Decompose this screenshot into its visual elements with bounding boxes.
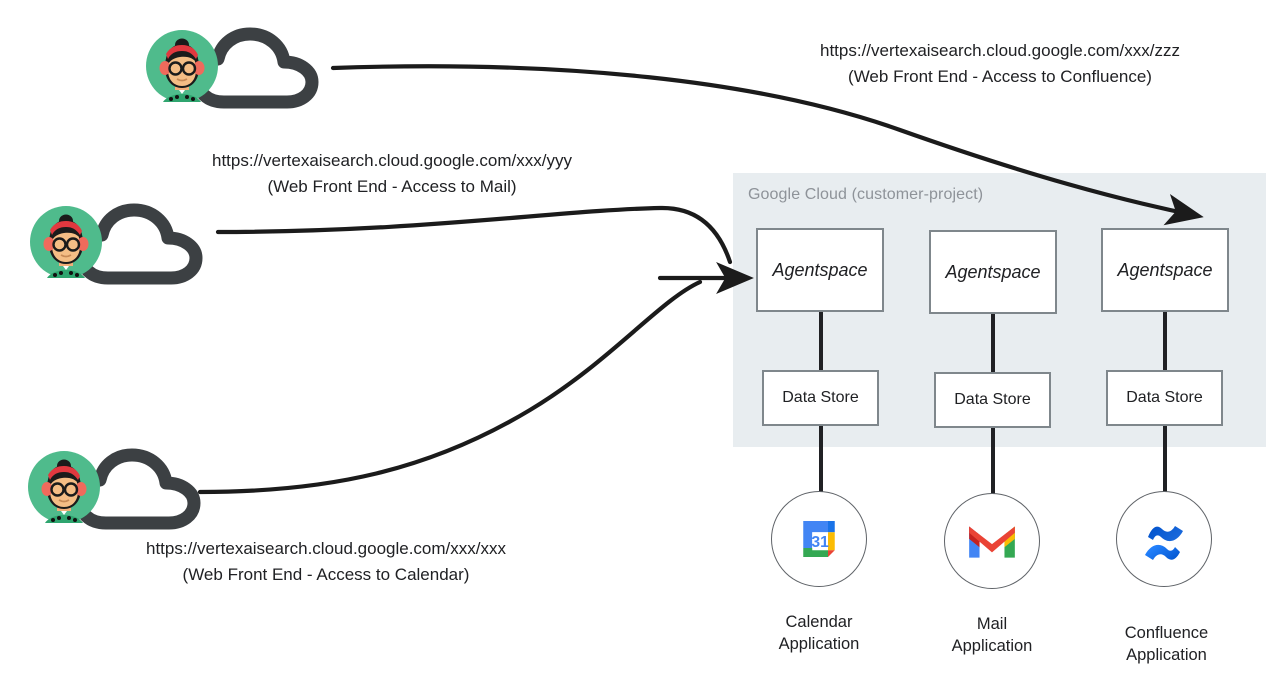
connector-agentspace-1-datastore-1 <box>819 312 823 370</box>
calendar-application-caption: Calendar Application <box>778 613 860 654</box>
confluence-application-caption: Confluence Application <box>1124 624 1209 665</box>
svg-text:31: 31 <box>811 534 829 551</box>
google-calendar-icon: 31 <box>792 512 846 566</box>
url-label-confluence: https://vertexaisearch.cloud.google.com/… <box>800 38 1200 89</box>
url-text-mail: https://vertexaisearch.cloud.google.com/… <box>212 151 572 170</box>
user-cloud-group-confluence[interactable] <box>146 22 331 112</box>
user-avatar-icon <box>28 451 100 523</box>
user-avatar-icon <box>146 30 218 102</box>
url-text-confluence: https://vertexaisearch.cloud.google.com/… <box>820 41 1180 60</box>
agentspace-box-2[interactable]: Agentspace <box>929 230 1057 314</box>
user-cloud-group-calendar[interactable] <box>28 443 213 533</box>
arrow-user-calendar-to-agentspace-1 <box>197 279 703 495</box>
datastore-box-3[interactable]: Data Store <box>1106 370 1223 426</box>
agentspace-box-2-label: Agentspace <box>945 261 1041 282</box>
url-desc-mail: (Web Front End - Access to Mail) <box>267 176 517 196</box>
datastore-box-2-label: Data Store <box>954 391 1031 408</box>
url-label-mail: https://vertexaisearch.cloud.google.com/… <box>186 148 598 199</box>
mail-application-caption: Mail Application <box>951 615 1033 656</box>
user-cloud-group-mail[interactable] <box>30 198 215 288</box>
connector-datastore-1-calendar-app <box>819 426 823 498</box>
datastore-box-2[interactable]: Data Store <box>934 372 1051 428</box>
url-desc-confluence: (Web Front End - Access to Confluence) <box>848 66 1152 86</box>
agentspace-box-1[interactable]: Agentspace <box>756 228 884 312</box>
url-label-calendar: https://vertexaisearch.cloud.google.com/… <box>120 536 532 587</box>
connector-agentspace-2-datastore-2 <box>991 314 995 372</box>
arrow-user-mail-to-agentspace-1 <box>215 205 733 265</box>
google-cloud-panel-label: Google Cloud (customer-project) <box>748 186 984 203</box>
datastore-box-1-label: Data Store <box>782 389 859 406</box>
connector-agentspace-3-datastore-3 <box>1163 312 1167 370</box>
datastore-box-3-label: Data Store <box>1126 389 1203 406</box>
datastore-box-1[interactable]: Data Store <box>762 370 879 426</box>
url-text-calendar: https://vertexaisearch.cloud.google.com/… <box>146 539 506 558</box>
calendar-application-circle[interactable]: 31 <box>771 491 867 587</box>
gmail-icon <box>965 520 1019 562</box>
user-avatar-icon <box>30 206 102 278</box>
connector-datastore-2-mail-app <box>991 428 995 500</box>
agentspace-box-3-label: Agentspace <box>1117 259 1213 280</box>
url-desc-calendar: (Web Front End - Access to Calendar) <box>182 564 470 584</box>
agentspace-box-1-label: Agentspace <box>772 259 868 280</box>
agentspace-box-3[interactable]: Agentspace <box>1101 228 1229 312</box>
confluence-application-circle[interactable] <box>1116 491 1212 587</box>
connector-datastore-3-confluence-app <box>1163 426 1167 498</box>
mail-application-circle[interactable] <box>944 493 1040 589</box>
confluence-icon <box>1138 515 1190 563</box>
